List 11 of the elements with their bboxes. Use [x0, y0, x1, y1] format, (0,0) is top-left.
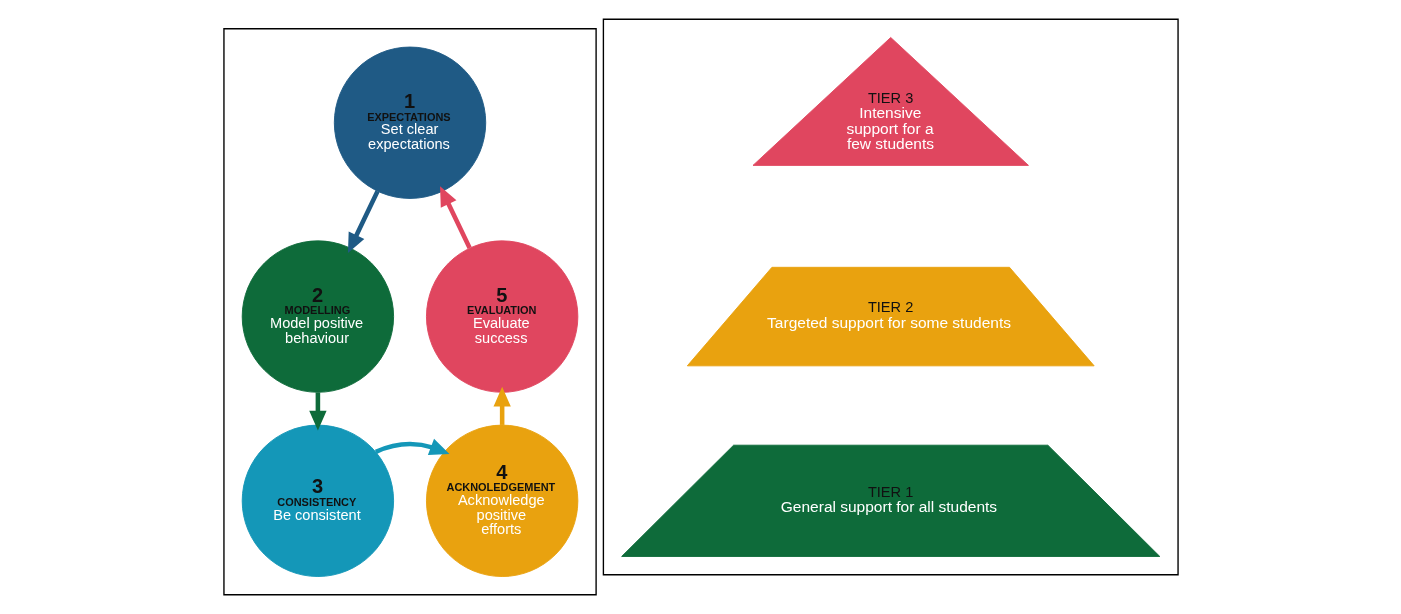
arrow: [308, 392, 327, 431]
node-circle: 3 CONSISTENCY Be consistent: [241, 424, 394, 577]
cluster: [222, 28, 597, 596]
node-circle: 1 EXPECTATIONS Set clear expectations: [333, 46, 486, 199]
arrow: [374, 438, 449, 455]
node-circle: 2 MODELLING Model positive behaviour: [241, 240, 394, 393]
node-circle: 5 EVALUATION Evaluate success: [425, 240, 578, 393]
arrow: [492, 386, 511, 425]
arrow: [347, 190, 380, 254]
cluster: [602, 18, 1179, 576]
arrow: [439, 186, 472, 249]
